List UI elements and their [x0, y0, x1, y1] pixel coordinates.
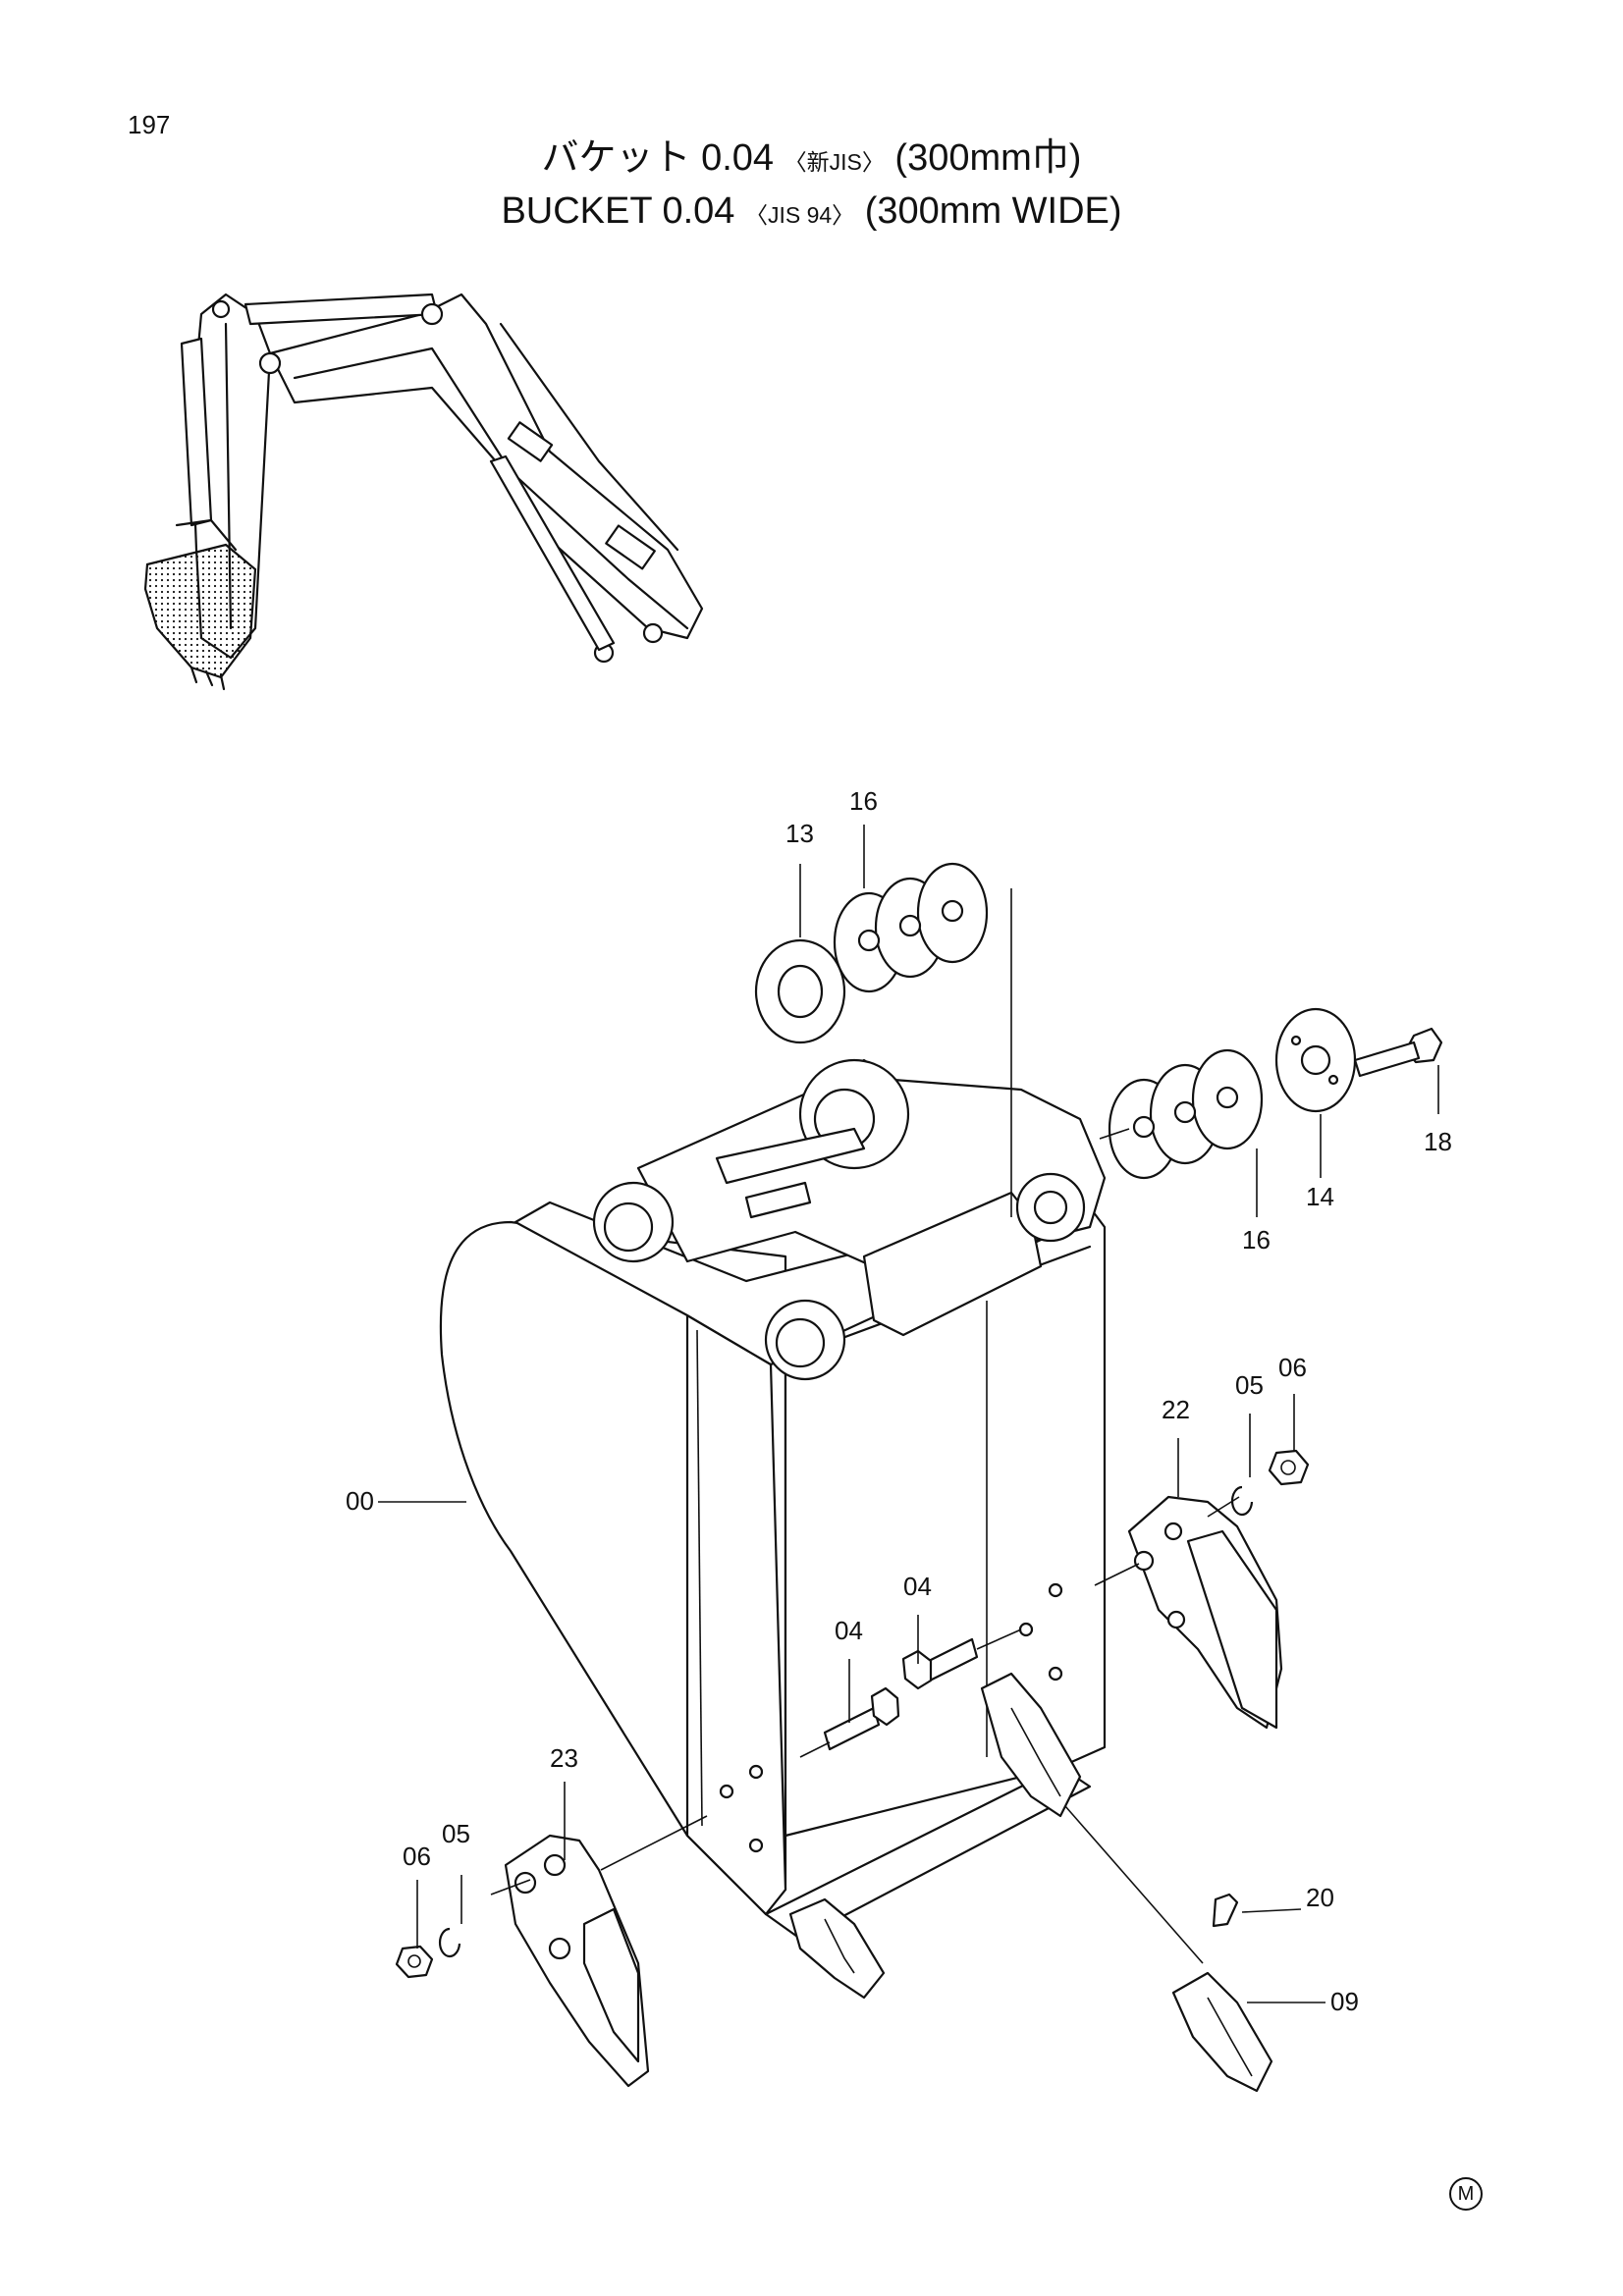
title-en-width: (300mm WIDE) [864, 190, 1122, 232]
title-en-main: BUCKET 0.04 [501, 190, 735, 232]
shims-upper [754, 862, 1012, 1217]
shims-right [1099, 1007, 1443, 1180]
title-jp-main: バケット 0.04 [541, 137, 775, 179]
callout-18: 18 [1424, 1127, 1452, 1156]
callout-22: 22 [1162, 1395, 1190, 1424]
title-jp-spec: 〈新JIS〉 [784, 149, 885, 175]
callout-00: 00 [346, 1486, 374, 1516]
callout-06-right: 06 [1278, 1353, 1307, 1382]
callout-23: 23 [550, 1743, 578, 1773]
callout-20: 20 [1306, 1883, 1334, 1912]
leader-lines [378, 825, 1439, 1949]
bucket-teeth [788, 1672, 1325, 2093]
callout-05-left: 05 [442, 1819, 470, 1848]
callout-04-right: 04 [903, 1572, 932, 1601]
bucket-body [439, 1058, 1107, 1941]
footer-mark: M [1449, 2177, 1483, 2211]
callout-16-upper: 16 [849, 786, 878, 816]
callout-04-left: 04 [835, 1616, 863, 1645]
side-cutter-right [1094, 1449, 1310, 1730]
callout-16-lower: 16 [1242, 1225, 1271, 1255]
callout-14: 14 [1306, 1182, 1334, 1211]
side-cutter-left [395, 1815, 708, 2088]
callout-labels: 13 16 18 14 16 05 06 22 00 04 04 23 06 0… [346, 786, 1452, 2016]
callout-06-left: 06 [403, 1842, 431, 1871]
title-japanese: バケット 0.04 〈新JIS〉 (300mm巾) [0, 135, 1623, 183]
excavator-arm-illustration [143, 293, 704, 691]
title-jp-width: (300mm巾) [894, 137, 1082, 179]
callout-13: 13 [785, 819, 814, 848]
callout-09: 09 [1330, 1987, 1359, 2016]
page-number: 197 [128, 110, 171, 139]
title-english: BUCKET 0.04 〈JIS 94〉 (300mm WIDE) [0, 188, 1623, 236]
title-en-spec: 〈JIS 94〉 [744, 202, 855, 228]
callout-05-right: 05 [1235, 1370, 1264, 1400]
